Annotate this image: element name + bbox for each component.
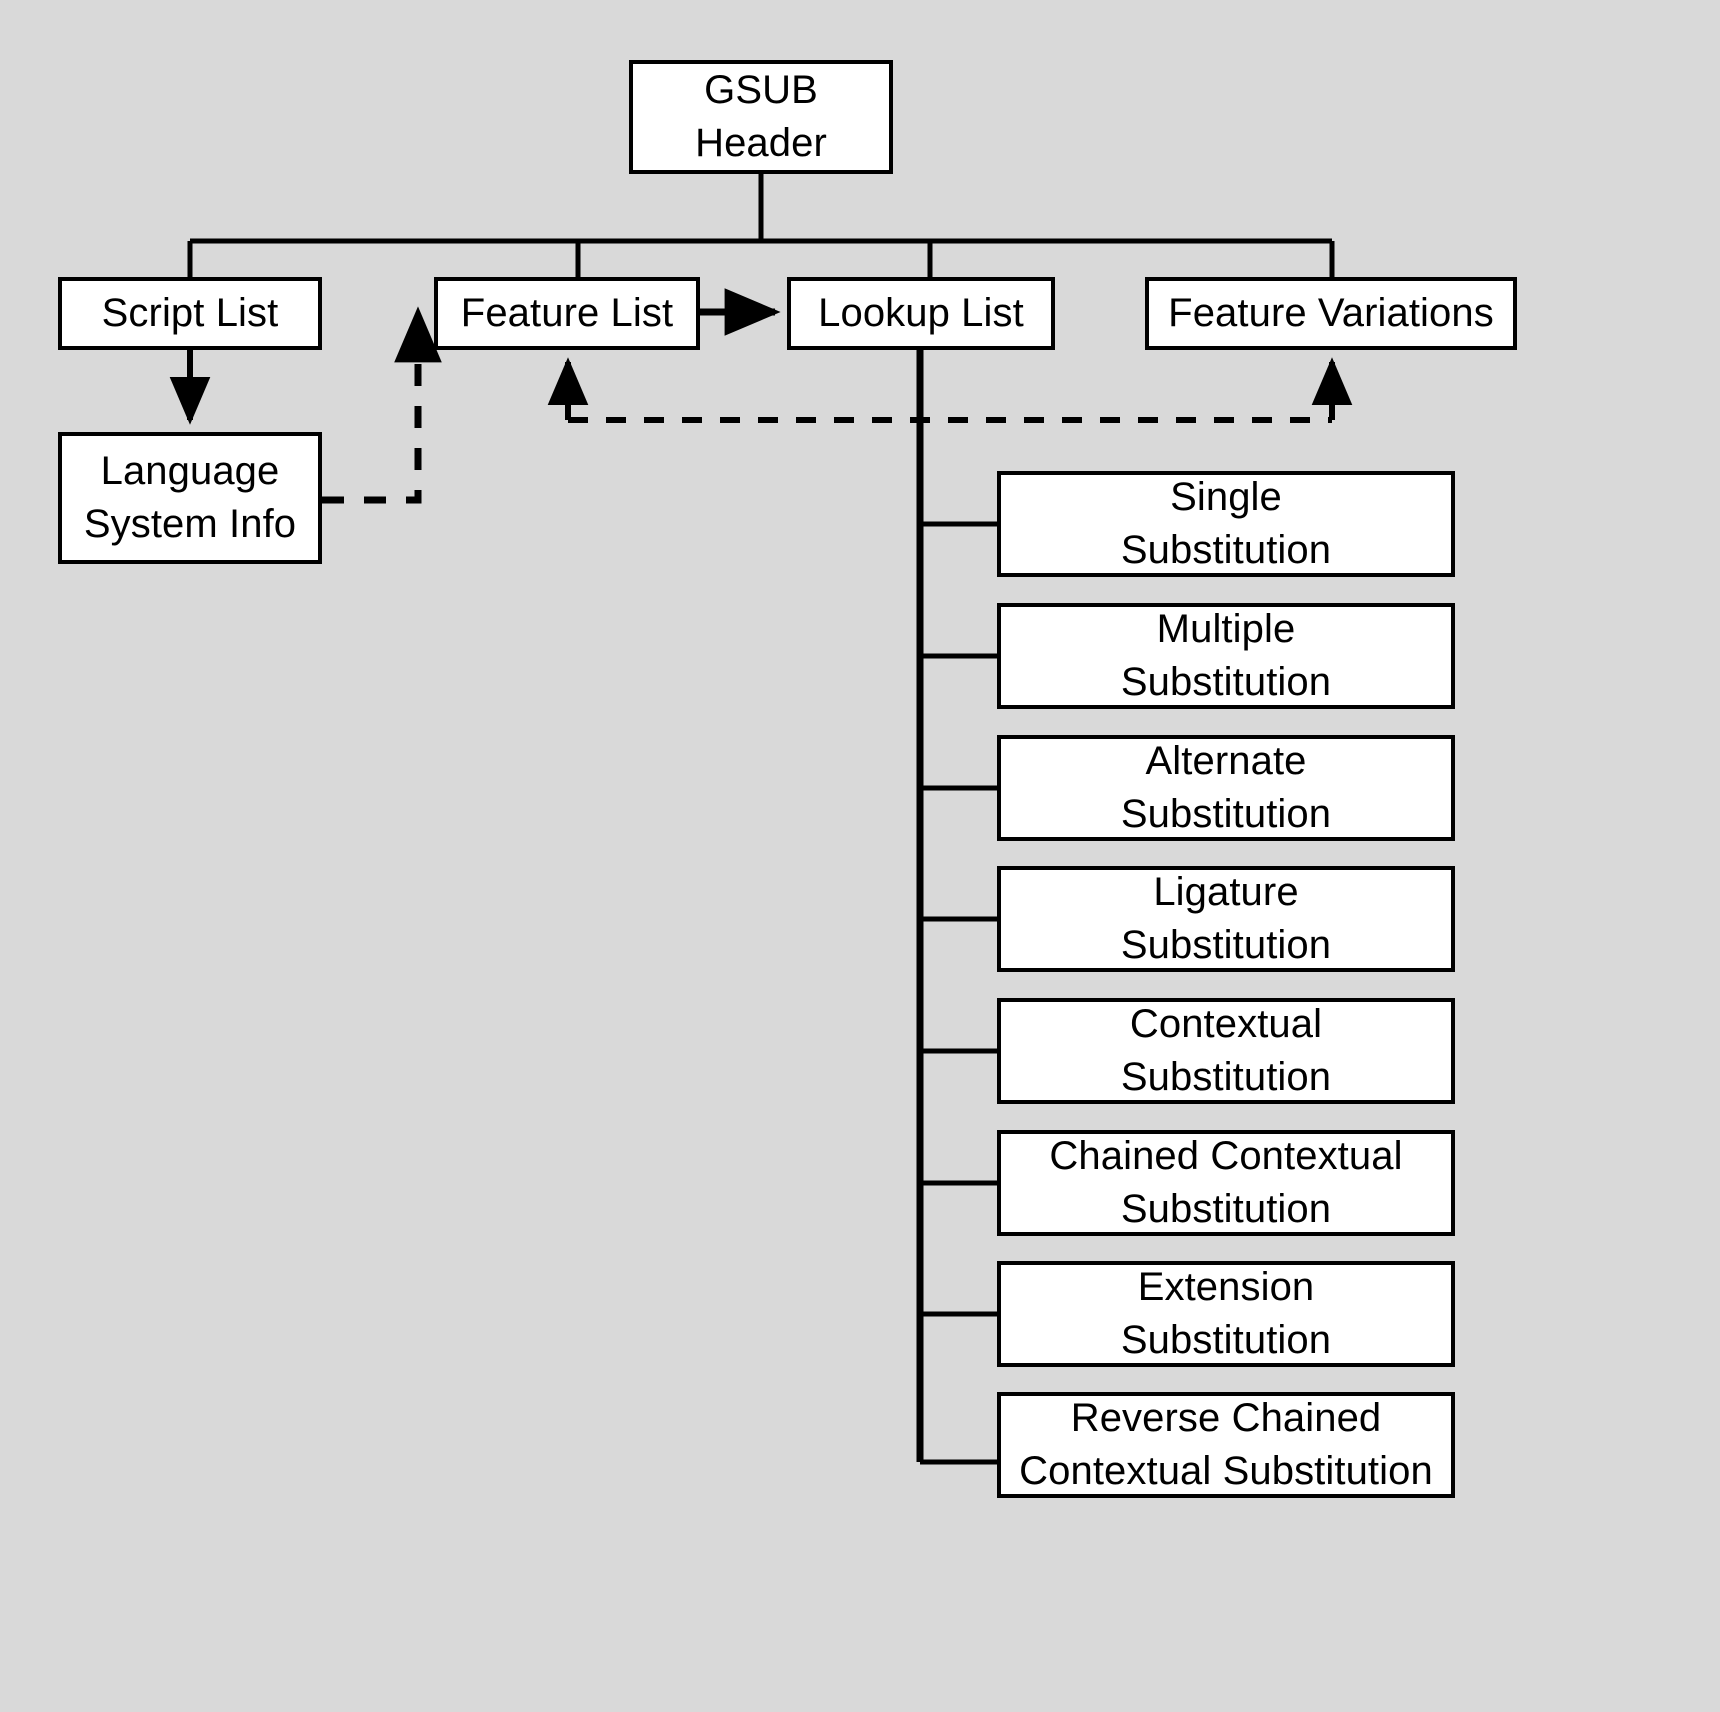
node-label-line: Substitution: [1120, 528, 1332, 572]
node-contextual-substitution[interactable]: Contextual Substitution: [997, 998, 1455, 1104]
node-label-line: Substitution: [1120, 923, 1332, 967]
node-label-line: Contextual: [1129, 1002, 1323, 1047]
node-gsub-header[interactable]: GSUB Header: [629, 60, 893, 174]
edge-lookuplist-subtype-tree: [916, 350, 999, 1465]
node-reverse-chained-contextual-substitution[interactable]: Reverse Chained Contextual Substitution: [997, 1392, 1455, 1498]
node-feature-list[interactable]: Feature List: [434, 277, 700, 350]
node-label-line: Reverse Chained: [1070, 1396, 1382, 1441]
node-single-substitution[interactable]: Single Substitution: [997, 471, 1455, 577]
node-label-line: Chained Contextual: [1049, 1134, 1403, 1179]
edge-lookuplist-dashed-backrefs: [547, 357, 1353, 423]
node-label-line: Header: [695, 121, 827, 165]
node-label-line: Lookup List: [818, 291, 1024, 336]
node-lookup-list[interactable]: Lookup List: [787, 277, 1055, 350]
edge-langsys-to-featurelist-dashed: [322, 306, 442, 504]
node-alternate-substitution[interactable]: Alternate Substitution: [997, 735, 1455, 841]
node-label-line: Contextual Substitution: [1019, 1449, 1433, 1493]
edge-header-to-bar: [187, 174, 1335, 277]
node-label-line: Feature List: [460, 291, 674, 336]
node-language-system-info[interactable]: Language System Info: [58, 432, 322, 564]
node-extension-substitution[interactable]: Extension Substitution: [997, 1261, 1455, 1367]
node-label-line: System Info: [83, 502, 297, 546]
node-label-line: Ligature: [1153, 870, 1299, 915]
node-multiple-substitution[interactable]: Multiple Substitution: [997, 603, 1455, 709]
node-label-line: Substitution: [1120, 1318, 1332, 1362]
node-label-line: Substitution: [1120, 792, 1332, 836]
node-label-line: Alternate: [1145, 739, 1307, 784]
node-ligature-substitution[interactable]: Ligature Substitution: [997, 866, 1455, 972]
node-label-line: Substitution: [1120, 1187, 1332, 1231]
node-script-list[interactable]: Script List: [58, 277, 322, 350]
node-label-line: Feature Variations: [1168, 291, 1494, 336]
node-label-line: Extension: [1137, 1265, 1315, 1310]
node-chained-contextual-substitution[interactable]: Chained Contextual Substitution: [997, 1130, 1455, 1236]
node-label-line: Script List: [101, 291, 279, 336]
node-label-line: Single: [1170, 475, 1282, 520]
node-label-line: Substitution: [1120, 660, 1332, 704]
node-label-line: Substitution: [1120, 1055, 1332, 1099]
node-label-line: Language: [100, 449, 280, 494]
node-feature-variations[interactable]: Feature Variations: [1145, 277, 1517, 350]
node-label-line: GSUB: [704, 68, 818, 113]
node-label-line: Multiple: [1156, 607, 1296, 652]
